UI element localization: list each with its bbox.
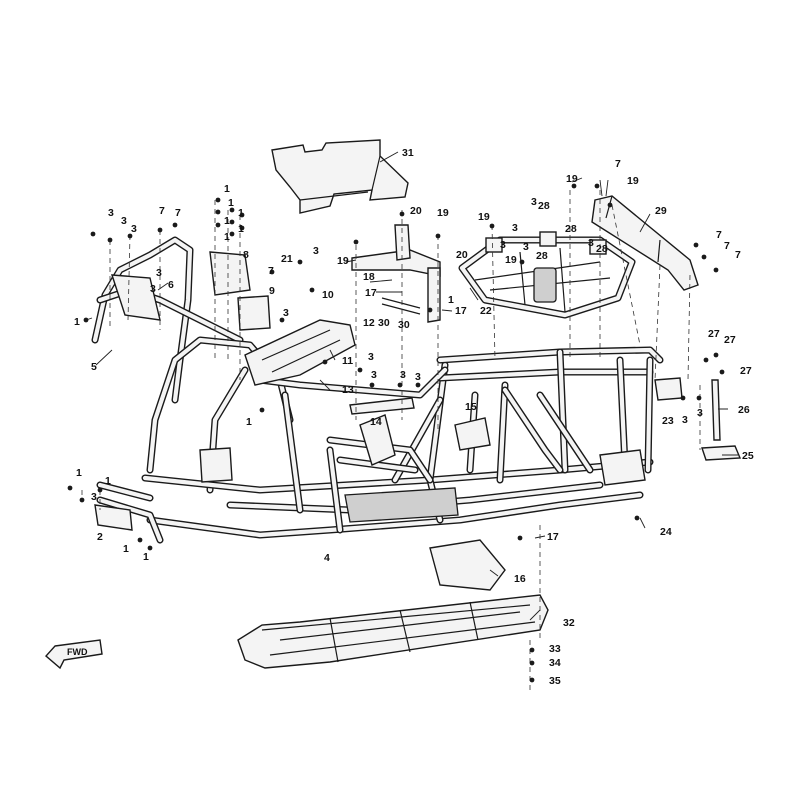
callout-1: 1 bbox=[448, 294, 454, 306]
callout-1: 1 bbox=[238, 223, 244, 235]
callout-10: 10 bbox=[322, 289, 334, 301]
callout-35: 35 bbox=[549, 675, 561, 687]
callout-17: 17 bbox=[547, 531, 559, 543]
callout-3: 3 bbox=[697, 407, 703, 419]
callout-34: 34 bbox=[549, 657, 561, 669]
callout-7: 7 bbox=[159, 205, 165, 217]
callout-3: 3 bbox=[588, 237, 594, 249]
callout-3: 3 bbox=[313, 245, 319, 257]
callout-3: 3 bbox=[368, 351, 374, 363]
callout-1: 1 bbox=[123, 543, 129, 555]
callout-3: 3 bbox=[283, 307, 289, 319]
callout-3: 3 bbox=[91, 491, 97, 503]
callout-21: 21 bbox=[281, 253, 293, 265]
callout-13: 13 bbox=[342, 384, 354, 396]
callout-6: 6 bbox=[168, 279, 174, 291]
callout-33: 33 bbox=[549, 643, 561, 655]
callout-20: 20 bbox=[410, 205, 422, 217]
part-31-upper-plate bbox=[271, 139, 409, 214]
callout-30: 30 bbox=[378, 317, 390, 329]
fwd-label: FWD bbox=[67, 647, 88, 657]
callout-28: 28 bbox=[536, 250, 548, 262]
callout-14: 14 bbox=[370, 416, 382, 428]
part-18-cross-member bbox=[351, 224, 441, 323]
callout-3: 3 bbox=[131, 223, 137, 235]
callout-29: 29 bbox=[655, 205, 667, 217]
callout-3: 3 bbox=[400, 369, 406, 381]
callout-3: 3 bbox=[121, 215, 127, 227]
callout-28: 28 bbox=[596, 243, 608, 255]
callout-3: 3 bbox=[415, 371, 421, 383]
callout-1: 1 bbox=[143, 551, 149, 563]
leader-lines bbox=[85, 151, 738, 621]
callout-3: 3 bbox=[531, 196, 537, 208]
callout-7: 7 bbox=[268, 265, 274, 277]
callout-27: 27 bbox=[724, 334, 736, 346]
callout-7: 7 bbox=[615, 158, 621, 170]
callout-27: 27 bbox=[708, 328, 720, 340]
callout-1: 1 bbox=[224, 183, 230, 195]
callout-27: 27 bbox=[740, 365, 752, 377]
callout-17: 17 bbox=[455, 305, 467, 317]
callout-19: 19 bbox=[505, 254, 517, 266]
callout-17: 17 bbox=[365, 287, 377, 299]
callout-3: 3 bbox=[371, 369, 377, 381]
part-22-rear-carrier bbox=[458, 231, 636, 319]
callout-11: 11 bbox=[342, 355, 353, 367]
callout-26: 26 bbox=[738, 404, 750, 416]
callout-7: 7 bbox=[724, 240, 730, 252]
callout-19: 19 bbox=[337, 255, 349, 267]
callout-19: 19 bbox=[566, 173, 578, 185]
callout-7: 7 bbox=[716, 229, 722, 241]
assembly-guides bbox=[81, 190, 701, 690]
callout-19: 19 bbox=[627, 175, 639, 187]
callout-9: 9 bbox=[269, 285, 275, 297]
callout-1: 1 bbox=[76, 467, 82, 479]
callout-3: 3 bbox=[512, 222, 518, 234]
callout-25: 25 bbox=[742, 450, 754, 462]
part-32-skid-plate bbox=[237, 594, 549, 669]
callout-3: 3 bbox=[523, 241, 529, 253]
fasteners bbox=[67, 183, 725, 683]
callout-7: 7 bbox=[735, 249, 741, 261]
callout-4: 4 bbox=[324, 552, 330, 564]
callout-16: 16 bbox=[514, 573, 526, 585]
callout-1: 1 bbox=[228, 197, 234, 209]
callout-19: 19 bbox=[437, 207, 449, 219]
callout-1: 1 bbox=[74, 316, 80, 328]
callout-30: 30 bbox=[398, 319, 410, 331]
callout-12: 12 bbox=[363, 317, 375, 329]
callout-5: 5 bbox=[91, 361, 97, 373]
callout-2: 2 bbox=[97, 531, 103, 543]
part-4-main-frame bbox=[91, 236, 742, 591]
callout-3: 3 bbox=[156, 267, 162, 279]
callout-1: 1 bbox=[246, 416, 252, 428]
callout-1: 1 bbox=[105, 475, 111, 487]
callout-31: 31 bbox=[402, 147, 414, 159]
callout-15: 15 bbox=[465, 401, 477, 413]
fwd-arrow-icon bbox=[44, 639, 103, 670]
callout-8: 8 bbox=[243, 249, 249, 261]
callout-28: 28 bbox=[538, 200, 550, 212]
callout-19: 19 bbox=[478, 211, 490, 223]
callout-20: 20 bbox=[456, 249, 468, 261]
callout-18: 18 bbox=[363, 271, 375, 283]
callout-3: 3 bbox=[150, 283, 156, 295]
callout-28: 28 bbox=[565, 223, 577, 235]
callout-3: 3 bbox=[500, 239, 506, 251]
callout-1: 1 bbox=[238, 207, 244, 219]
callout-1: 1 bbox=[224, 231, 230, 243]
callout-1: 1 bbox=[224, 215, 230, 227]
callout-22: 22 bbox=[480, 305, 492, 317]
callout-3: 3 bbox=[682, 414, 688, 426]
callout-3: 3 bbox=[108, 207, 114, 219]
callout-7: 7 bbox=[175, 207, 181, 219]
callout-labels: 31 19 7 19 1 1 1 1 1 1 3 3 3 7 7 20 19 1… bbox=[74, 147, 754, 687]
callout-24: 24 bbox=[660, 526, 672, 538]
callout-32: 32 bbox=[563, 617, 575, 629]
callout-23: 23 bbox=[662, 415, 674, 427]
part-30-rods bbox=[381, 297, 421, 315]
